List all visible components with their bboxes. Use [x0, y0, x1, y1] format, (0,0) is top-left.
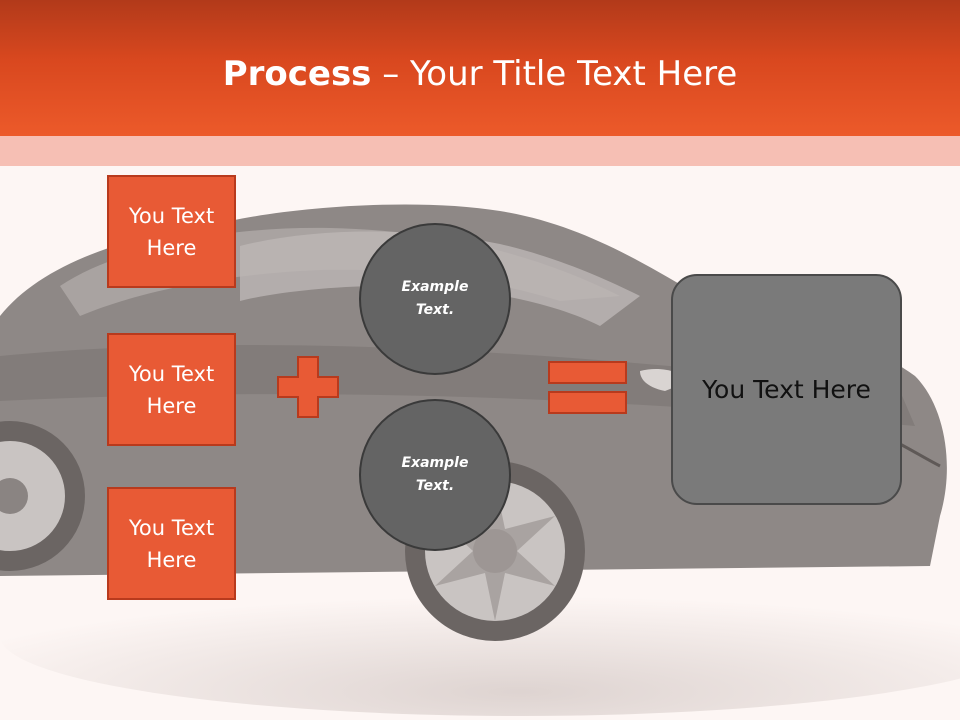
result-box-label: You Text Here [702, 375, 871, 404]
plus-icon [277, 356, 339, 418]
example-circle-2-label: Example Text. [401, 455, 469, 494]
step-box-2-label: You Text Here [128, 361, 215, 418]
title-bold: Process [222, 54, 372, 94]
equals-icon [548, 361, 627, 414]
example-circle-2: Example Text. [359, 399, 511, 551]
step-box-1: You Text Here [107, 175, 236, 288]
step-box-3: You Text Here [107, 487, 236, 600]
slide-title: Process – Your Title Text Here [0, 52, 960, 96]
step-box-1-label: You Text Here [128, 203, 215, 260]
header-accent-band [0, 136, 960, 166]
step-box-2: You Text Here [107, 333, 236, 446]
example-circle-1-label: Example Text. [401, 279, 469, 318]
result-box: You Text Here [671, 274, 902, 505]
title-rest: – Your Title Text Here [371, 54, 738, 94]
header-bar [0, 0, 960, 136]
example-circle-1: Example Text. [359, 223, 511, 375]
step-box-3-label: You Text Here [128, 515, 215, 572]
